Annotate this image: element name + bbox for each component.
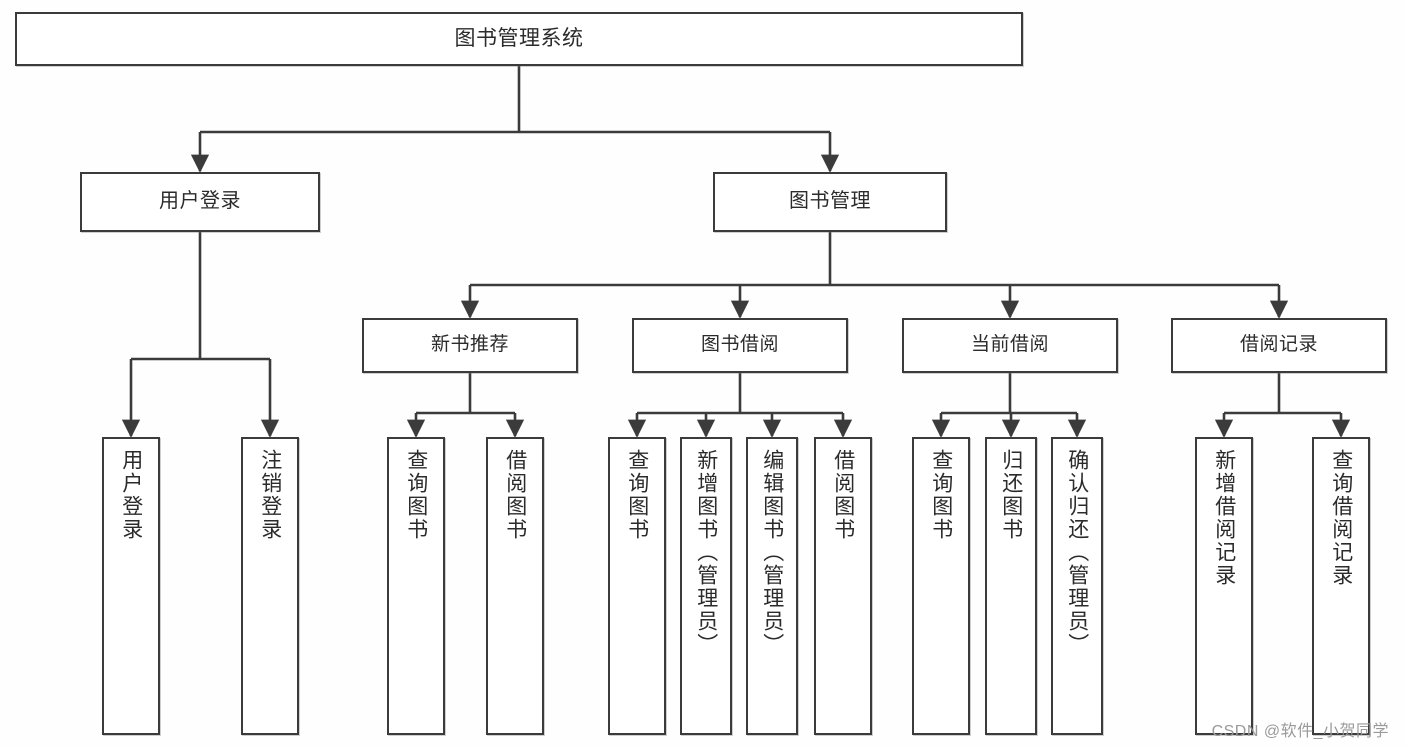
node-leaf-add-borrow-record[interactable]: 新增借阅记录: [1195, 437, 1253, 735]
node-leaf-user-logout[interactable]: 注销登录: [241, 437, 299, 735]
node-leaf-edit-book-admin[interactable]: 编辑图书（管理员）: [746, 437, 798, 735]
node-label-book-manage: 图书管理: [789, 190, 871, 213]
node-label-leaf-borrow-book-1: 借阅图书: [503, 449, 527, 541]
node-label-book-borrow: 图书借阅: [700, 334, 779, 356]
node-leaf-borrow-book-1[interactable]: 借阅图书: [486, 437, 544, 735]
node-label-leaf-query-book-1: 查询图书: [404, 449, 428, 541]
node-leaf-user-login[interactable]: 用户登录: [102, 437, 160, 735]
node-book-manage[interactable]: 图书管理: [713, 172, 947, 232]
node-leaf-query-book-3[interactable]: 查询图书: [912, 437, 970, 735]
node-borrow-record[interactable]: 借阅记录: [1171, 318, 1387, 373]
node-leaf-query-book-1[interactable]: 查询图书: [387, 437, 445, 735]
node-label-leaf-borrow-book-2: 借阅图书: [831, 449, 855, 541]
node-label-borrow-record: 借阅记录: [1239, 334, 1318, 356]
node-label-leaf-user-login: 用户登录: [119, 449, 143, 541]
node-leaf-confirm-return-admin[interactable]: 确认归还（管理员）: [1051, 437, 1103, 735]
node-leaf-query-book-2[interactable]: 查询图书: [608, 437, 666, 735]
node-label-new-book-recommend: 新书推荐: [430, 334, 509, 356]
node-leaf-borrow-book-2[interactable]: 借阅图书: [814, 437, 872, 735]
node-label-leaf-query-book-3: 查询图书: [929, 449, 953, 541]
csdn-watermark: CSDN @软件_小贺同学: [1211, 723, 1389, 740]
node-label-leaf-user-logout: 注销登录: [258, 449, 282, 541]
node-label-leaf-confirm-return-admin: 确认归还（管理员）: [1065, 449, 1089, 656]
node-label-leaf-return-book: 归还图书: [999, 449, 1023, 541]
node-leaf-return-book[interactable]: 归还图书: [985, 437, 1037, 735]
node-label-root: 图书管理系统: [454, 26, 584, 50]
node-root[interactable]: 图书管理系统: [15, 12, 1023, 66]
node-label-current-borrow: 当前借阅: [970, 334, 1049, 356]
node-new-book-recommend[interactable]: 新书推荐: [362, 318, 578, 373]
node-book-borrow[interactable]: 图书借阅: [632, 318, 848, 373]
node-label-leaf-edit-book-admin: 编辑图书（管理员）: [760, 449, 784, 656]
node-label-user-login: 用户登录: [159, 190, 241, 213]
node-label-leaf-add-borrow-record: 新增借阅记录: [1212, 449, 1236, 587]
node-leaf-add-book-admin[interactable]: 新增图书（管理员）: [680, 437, 732, 735]
node-user-login[interactable]: 用户登录: [80, 172, 320, 232]
node-current-borrow[interactable]: 当前借阅: [902, 318, 1118, 373]
node-label-leaf-query-book-2: 查询图书: [625, 449, 649, 541]
node-label-leaf-query-borrow-record: 查询借阅记录: [1329, 449, 1353, 587]
node-label-leaf-add-book-admin: 新增图书（管理员）: [694, 449, 718, 656]
node-leaf-query-borrow-record[interactable]: 查询借阅记录: [1312, 437, 1370, 735]
